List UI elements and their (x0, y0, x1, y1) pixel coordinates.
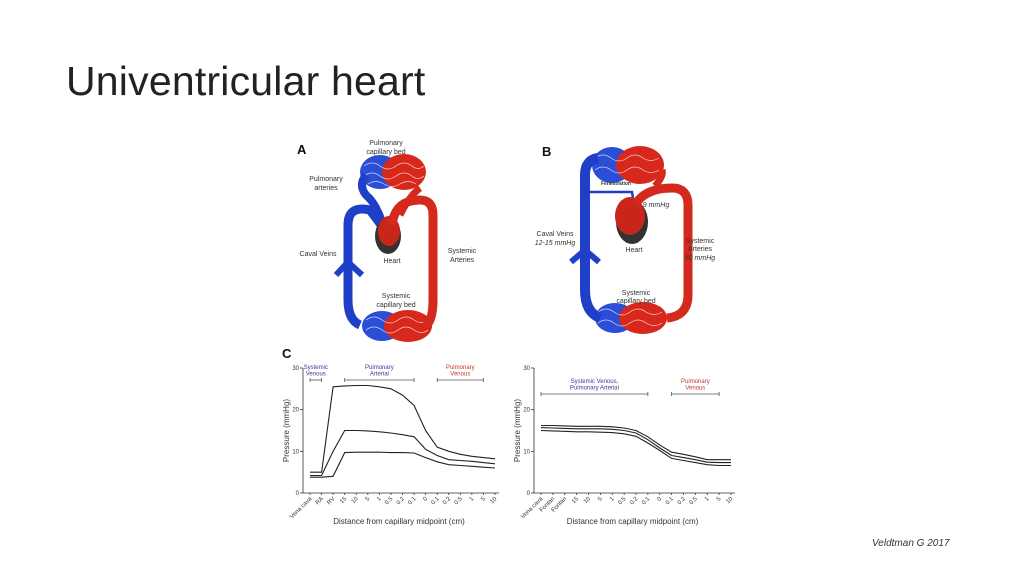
panel-b-letter: B (542, 144, 551, 159)
label-caval-pressure: 12-15 mmHg (535, 240, 576, 247)
x-tick-label: 0.1 (665, 496, 676, 507)
systemic-capillary-bed (362, 310, 432, 342)
x-tick-label: 0.1 (641, 496, 652, 507)
x-tick-label: 5 (365, 496, 372, 503)
label-systemic-arteries-2: Arteries (688, 246, 713, 253)
x-tick-label: 0.2 (629, 496, 640, 507)
x-tick-label: 0.2 (396, 496, 407, 507)
x-tick-label: 0.2 (442, 496, 453, 507)
label-systemic-bed-2: capillary bed (616, 298, 655, 305)
x-tick-label: RV (326, 496, 336, 506)
x-tick-label: 0.1 (407, 496, 418, 507)
label-systemic-bed: Systemic (382, 293, 411, 300)
x-tick-label: 1 (469, 496, 476, 503)
range-label: Systemic (304, 365, 328, 371)
series-line-lower (540, 429, 731, 467)
y-tick-label: 10 (292, 449, 299, 455)
caval-veins-vessel (343, 204, 389, 330)
x-tick-label: 5 (480, 496, 487, 503)
range-label: Venous (450, 372, 470, 378)
series-line-lower (310, 451, 496, 478)
label-caval-veins: Caval Veins (300, 251, 337, 258)
x-tick-label: Vena cava (289, 496, 314, 521)
x-tick-label: 15 (571, 496, 580, 505)
label-systemic-bed-2: capillary bed (376, 302, 415, 309)
label-heart: Heart (383, 258, 400, 265)
x-tick-label: 5 (597, 496, 604, 503)
x-tick-label: 15 (339, 496, 348, 505)
series-line-upper (310, 384, 496, 473)
x-tick-label: 10 (489, 496, 498, 505)
range-label: Venous (306, 372, 326, 378)
y-tick-label: 20 (523, 408, 530, 414)
x-axis-label: Distance from capillary midpoint (cm) (567, 517, 699, 526)
label-systemic-arteries: Systemic (448, 248, 477, 255)
x-tick-label: 1 (609, 496, 616, 503)
slide-title: Univentricular heart (66, 58, 426, 104)
pulmonary-capillary-bed (592, 146, 664, 184)
x-tick-label: 10 (351, 496, 360, 505)
x-tick-label: 5 (716, 496, 723, 503)
x-tick-label: 0.2 (677, 496, 688, 507)
series-line-middle (310, 429, 496, 477)
range-label: Pulmonary (681, 379, 710, 385)
x-tick-label: 0 (657, 496, 664, 503)
diagram-a: A Pulmonary capillary bed Pulmon (297, 140, 477, 342)
x-tick-label: 0.5 (617, 496, 628, 507)
x-tick-label: 0.5 (454, 496, 465, 507)
y-tick-label: 0 (296, 491, 300, 497)
panel-a-letter: A (297, 142, 307, 157)
y-axis-label: Pressure (mmHg) (513, 399, 522, 462)
x-tick-label: 10 (583, 496, 592, 505)
label-pulmonary-bed: Pulmonary (369, 140, 403, 147)
range-label: Venous (685, 386, 705, 392)
series-line-middle (540, 427, 731, 464)
pulmonary-artery-vessel (358, 172, 389, 234)
x-tick-label: 0.1 (430, 496, 441, 507)
x-tick-label: 10 (725, 496, 734, 505)
y-tick-label: 30 (292, 366, 299, 372)
x-tick-label: 1 (704, 496, 711, 503)
label-fenestration: Fenestration (601, 181, 631, 187)
label-systemic-bed: Systemic (622, 290, 651, 297)
x-tick-label: 0 (422, 496, 429, 503)
y-tick-label: 30 (523, 366, 530, 372)
caval-veins-vessel (580, 153, 603, 323)
label-pulmonary-arteries-2: arteries (314, 185, 338, 192)
x-tick-label: 1 (376, 496, 383, 503)
y-tick-label: 20 (292, 408, 299, 414)
y-tick-label: 10 (523, 449, 530, 455)
label-pulmonary-bed-2: capillary bed (366, 149, 405, 156)
label-caval-veins: Caval Veins (537, 231, 574, 238)
label-systemic-arteries-2: Arteries (450, 257, 475, 264)
range-label: Pulmonary (365, 365, 394, 371)
label-pulmonary-arteries: Pulmonary (309, 176, 343, 183)
x-axis-label: Distance from capillary midpoint (cm) (333, 517, 465, 526)
label-systemic-arteries: Systemic (686, 238, 715, 245)
range-label: Systemic Venous, (571, 379, 619, 385)
pulmonary-capillary-bed (360, 154, 426, 190)
slide-credit: Veldtman G 2017 (872, 538, 950, 549)
series-line-upper (541, 424, 731, 461)
range-label: Pulmonary (446, 365, 475, 371)
range-label: Arterial (370, 372, 389, 378)
x-tick-label: 0.5 (689, 496, 700, 507)
label-heart-pressure: 9 mmHg (643, 202, 670, 209)
x-tick-label: 0.5 (384, 496, 395, 507)
y-axis-label: Pressure (mmHg) (282, 399, 291, 462)
label-systemic-pressure: 60 mmHg (685, 255, 715, 262)
panel-c-letter: C (282, 346, 292, 361)
systemic-arteries-vessel (631, 183, 693, 323)
diagram-b: B Fenestration 9 mmHg Caval Veins 12- (535, 144, 715, 334)
x-tick-label: RA (315, 496, 325, 506)
label-heart: Heart (625, 247, 642, 254)
y-tick-label: 0 (527, 491, 531, 497)
systemic-capillary-bed (595, 302, 667, 334)
range-label: Pulmonary Arterial (570, 386, 619, 392)
